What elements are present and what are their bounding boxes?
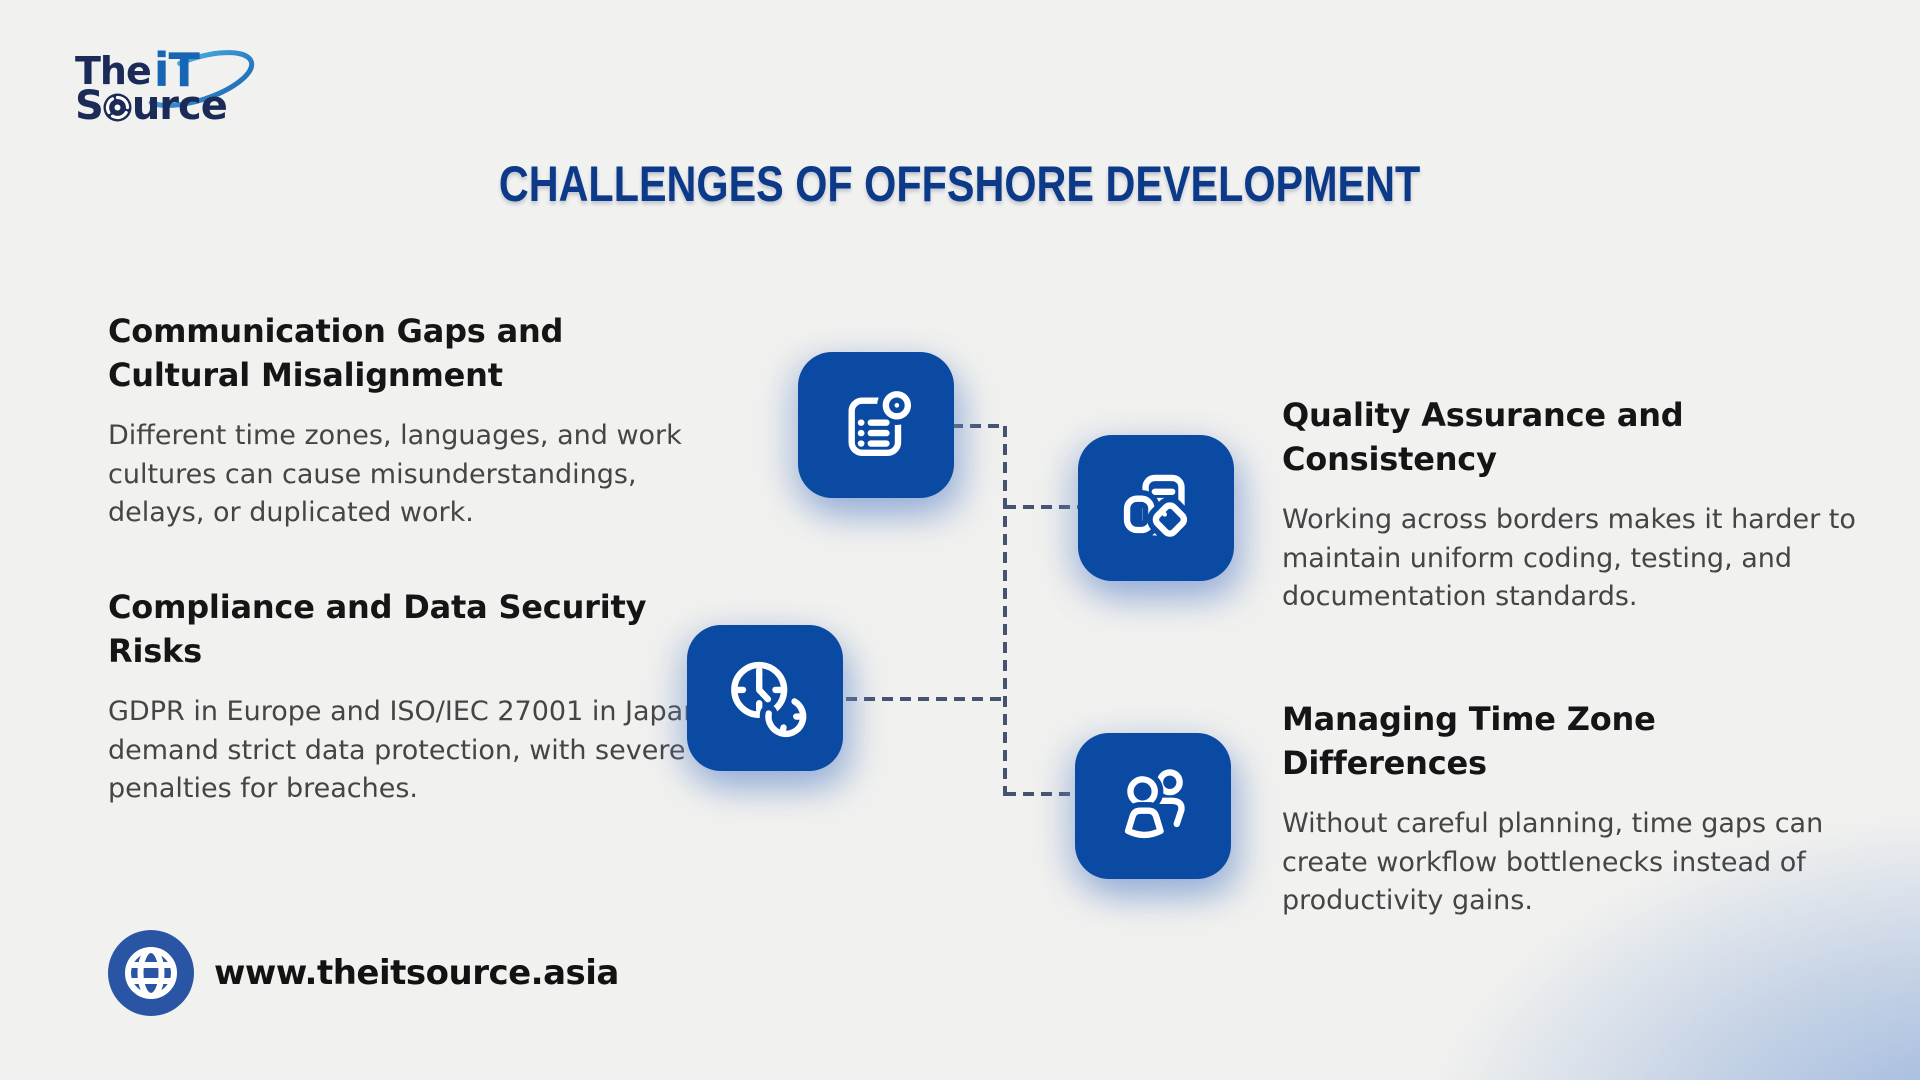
logo-text-source: S urce <box>75 86 295 126</box>
logo-source-s: S <box>75 83 104 129</box>
challenge-item-compliance: Compliance and Data Security Risks GDPR … <box>108 586 708 809</box>
challenge-body: GDPR in Europe and ISO/IEC 27001 in Japa… <box>108 696 701 805</box>
connector-clock-stub <box>846 697 1004 701</box>
connector-vertical <box>1003 426 1007 796</box>
document-tag-icon <box>1078 435 1234 581</box>
timezone-clocks-icon <box>687 625 843 771</box>
challenge-body: Without careful planning, time gaps can … <box>1282 808 1824 917</box>
connector-report-stub <box>952 424 1004 428</box>
challenge-item-timezone: Managing Time Zone Differences Without c… <box>1282 698 1882 921</box>
challenge-heading: Managing Time Zone Differences <box>1282 700 1656 782</box>
connector-team-stub <box>1005 792 1076 796</box>
swirl-o-icon <box>103 93 132 121</box>
challenge-body: Working across borders makes it harder t… <box>1282 504 1856 613</box>
footer: www.theitsource.asia <box>108 930 619 1016</box>
challenge-body: Different time zones, languages, and wor… <box>108 420 682 529</box>
challenge-item-quality: Quality Assurance and Consistency Workin… <box>1282 394 1882 617</box>
connector-quality-stub <box>1005 505 1079 509</box>
logo-source-urce: urce <box>131 83 228 129</box>
website-link[interactable]: www.theitsource.asia <box>214 953 619 993</box>
report-list-icon <box>798 352 954 498</box>
challenge-heading: Quality Assurance and Consistency <box>1282 396 1684 478</box>
team-people-icon <box>1075 733 1231 879</box>
page-title: CHALLENGES OF OFFSHORE DEVELOPMENT <box>499 155 1421 212</box>
challenge-heading: Compliance and Data Security Risks <box>108 588 647 670</box>
challenge-item-communication: Communication Gaps and Cultural Misalign… <box>108 310 718 533</box>
globe-icon <box>108 930 194 1016</box>
orbit-swoosh-icon <box>141 50 255 108</box>
challenge-heading: Communication Gaps and Cultural Misalign… <box>108 312 564 394</box>
